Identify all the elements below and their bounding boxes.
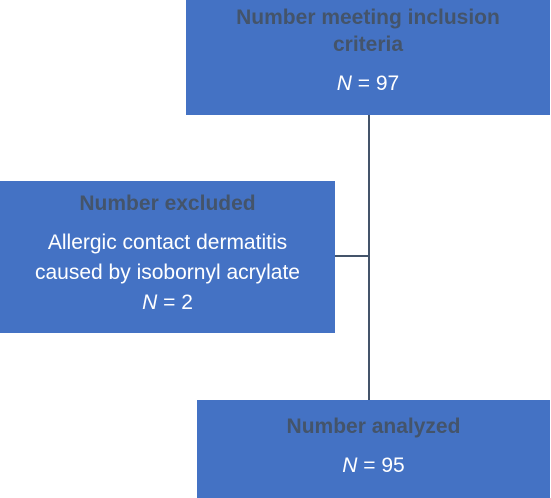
analyzed-n-value: = 95	[357, 454, 405, 477]
inclusion-n-symbol: N	[336, 72, 352, 95]
analyzed-count: N = 95	[197, 451, 550, 481]
inclusion-heading-line1: Number meeting inclusion	[236, 6, 500, 29]
excluded-reason-line2: caused by isobornyl acrylate	[35, 261, 300, 284]
excluded-n-symbol: N	[142, 291, 158, 314]
inclusion-heading-line2: criteria	[332, 33, 404, 56]
analyzed-n-symbol: N	[342, 454, 358, 477]
exclusion-connector-line	[335, 255, 369, 257]
excluded-heading: Number excluded	[79, 192, 256, 215]
excluded-count: N = 2	[0, 288, 335, 318]
vertical-connector-line	[368, 115, 370, 400]
analyzed-box: Number analyzed N = 95	[197, 400, 550, 498]
analyzed-heading: Number analyzed	[286, 415, 461, 438]
inclusion-criteria-box: Number meeting inclusion criteria N = 97	[186, 0, 550, 115]
inclusion-count: N = 97	[186, 70, 550, 97]
excluded-reason-line1: Allergic contact dermatitis	[47, 231, 288, 254]
excluded-box: Number excluded Allergic contact dermati…	[0, 181, 335, 333]
inclusion-n-value: = 97	[351, 72, 400, 95]
excluded-n-value: = 2	[157, 291, 193, 314]
